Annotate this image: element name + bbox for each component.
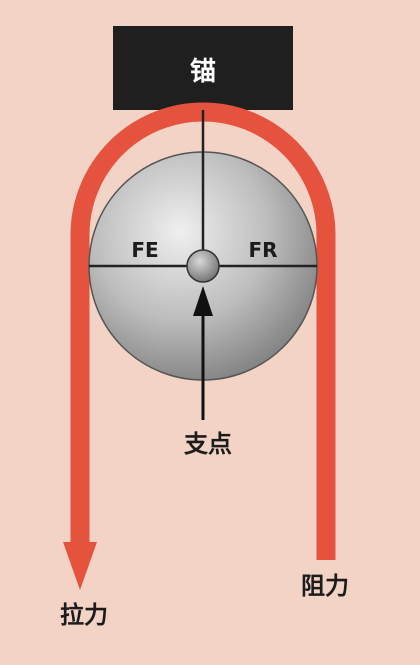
effort-arm-label: FE bbox=[131, 238, 158, 262]
fulcrum-label: 支点 bbox=[184, 430, 232, 458]
anchor-label: 锚 bbox=[190, 57, 216, 87]
pull-arrow-head bbox=[63, 542, 97, 590]
anchor-block bbox=[113, 26, 293, 110]
axle bbox=[186, 249, 220, 283]
resistance-arm-label: FR bbox=[248, 238, 277, 262]
pull-label: 拉力 bbox=[60, 601, 108, 629]
resistance-label: 阻力 bbox=[301, 572, 349, 600]
fulcrum-arrow-head bbox=[193, 286, 213, 316]
